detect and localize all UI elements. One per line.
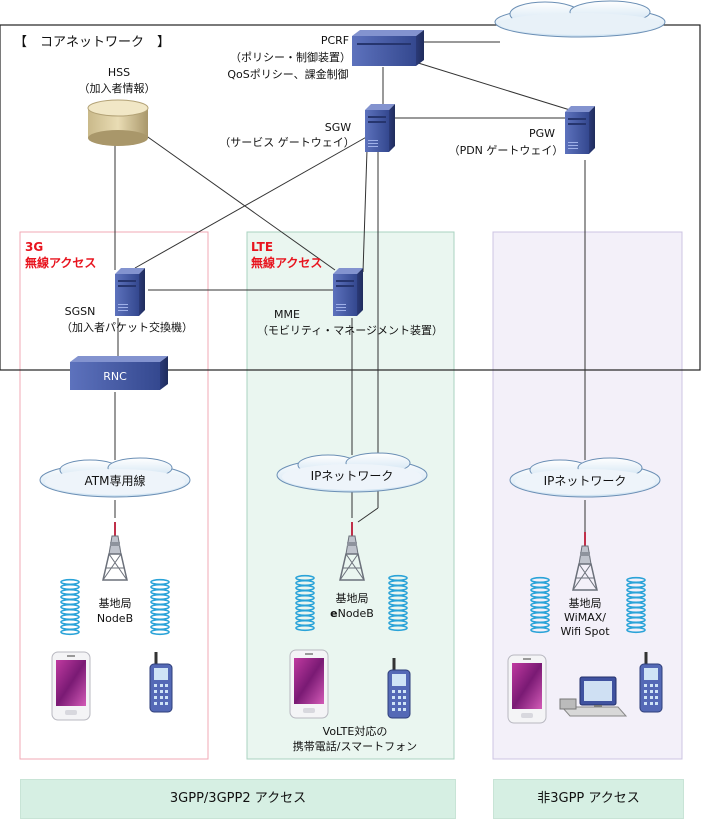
nodeb-line1: 基地局 [98, 597, 132, 610]
ip-cloud-non3gpp [509, 457, 661, 498]
hss-desc: （加入者情報） [78, 82, 156, 95]
enodeb-e: e [330, 607, 338, 620]
hss-name: HSS [107, 66, 131, 79]
core-network-title: 【 コアネットワーク 】 [14, 35, 171, 50]
rnc-name: RNC [103, 370, 127, 383]
rnc-device [70, 356, 168, 390]
atm-cloud [39, 457, 191, 498]
footer-3gpp: 3GPP/3GPP2 アクセス [20, 779, 456, 819]
smartphone-lte-icon [289, 649, 329, 719]
pc-icon [559, 676, 628, 717]
hss-database [87, 99, 149, 146]
atm-cloud-label: ATM専用線 [84, 474, 146, 488]
radio-wave-coil-icon [626, 576, 646, 634]
enodeb-line2: eNodeB [322, 607, 382, 621]
radio-wave-coil-icon [388, 574, 408, 632]
ip-cloud-lte [276, 452, 428, 493]
sgw-desc: （サービス ゲートウェイ） [219, 136, 355, 149]
radio-waves [60, 574, 646, 636]
core-network-frame [0, 24, 701, 371]
radio-wave-coil-icon [150, 578, 170, 636]
pcrf-name: PCRF [320, 34, 350, 47]
sgsn-server [115, 268, 145, 316]
access-3g-line2: 無線アクセス [25, 256, 97, 270]
internet-cloud [494, 0, 666, 38]
sgsn-desc: （加入者パケット交換機） [61, 321, 193, 334]
volte-line2: 携帯電話/スマートフォン [292, 740, 418, 753]
mme-desc: （モビリティ・マネージメント装置） [256, 324, 444, 337]
pcrf-desc2: QoSポリシー、課金制御 [227, 68, 349, 81]
sgw-name: SGW [324, 121, 352, 134]
wimax-line2: WiMAX/ [564, 611, 606, 624]
access-lte-line1: LTE [251, 240, 274, 254]
sgw-server [365, 104, 395, 152]
enodeb-rest: NodeB [337, 607, 374, 620]
connections [114, 41, 586, 540]
mme-server [333, 268, 363, 316]
ip-cloud-non3gpp-label: IPネットワーク [543, 474, 627, 488]
wimax-line3: Wifi Spot [560, 625, 610, 638]
footer-non3gpp: 非3GPP アクセス [493, 779, 684, 819]
radio-wave-coil-icon [530, 576, 550, 634]
pgw-server [565, 106, 595, 154]
pgw-name: PGW [528, 127, 556, 140]
mme-name: MME [274, 308, 300, 321]
radio-wave-coil-icon [60, 578, 80, 636]
volte-line1: VoLTE対応の [322, 725, 388, 738]
nodeb-line2: NodeB [96, 612, 134, 625]
sgsn-name: SGSN [64, 305, 96, 318]
access-3g-line1: 3G [25, 240, 44, 254]
pgw-desc: （PDN ゲートウェイ） [448, 144, 564, 157]
zone-lte [246, 231, 455, 760]
radio-wave-coil-icon [295, 574, 315, 632]
enodeb-line1: 基地局 [335, 592, 369, 605]
smartphone-3g-icon [51, 651, 91, 721]
pcrf-device [352, 30, 424, 66]
smartphone-non3gpp-icon [507, 654, 547, 724]
access-lte-line2: 無線アクセス [251, 256, 323, 270]
wimax-line1: 基地局 [568, 597, 602, 610]
pcrf-desc: （ポリシー・制御装置） [230, 51, 351, 64]
ip-cloud-lte-label: IPネットワーク [310, 469, 394, 483]
